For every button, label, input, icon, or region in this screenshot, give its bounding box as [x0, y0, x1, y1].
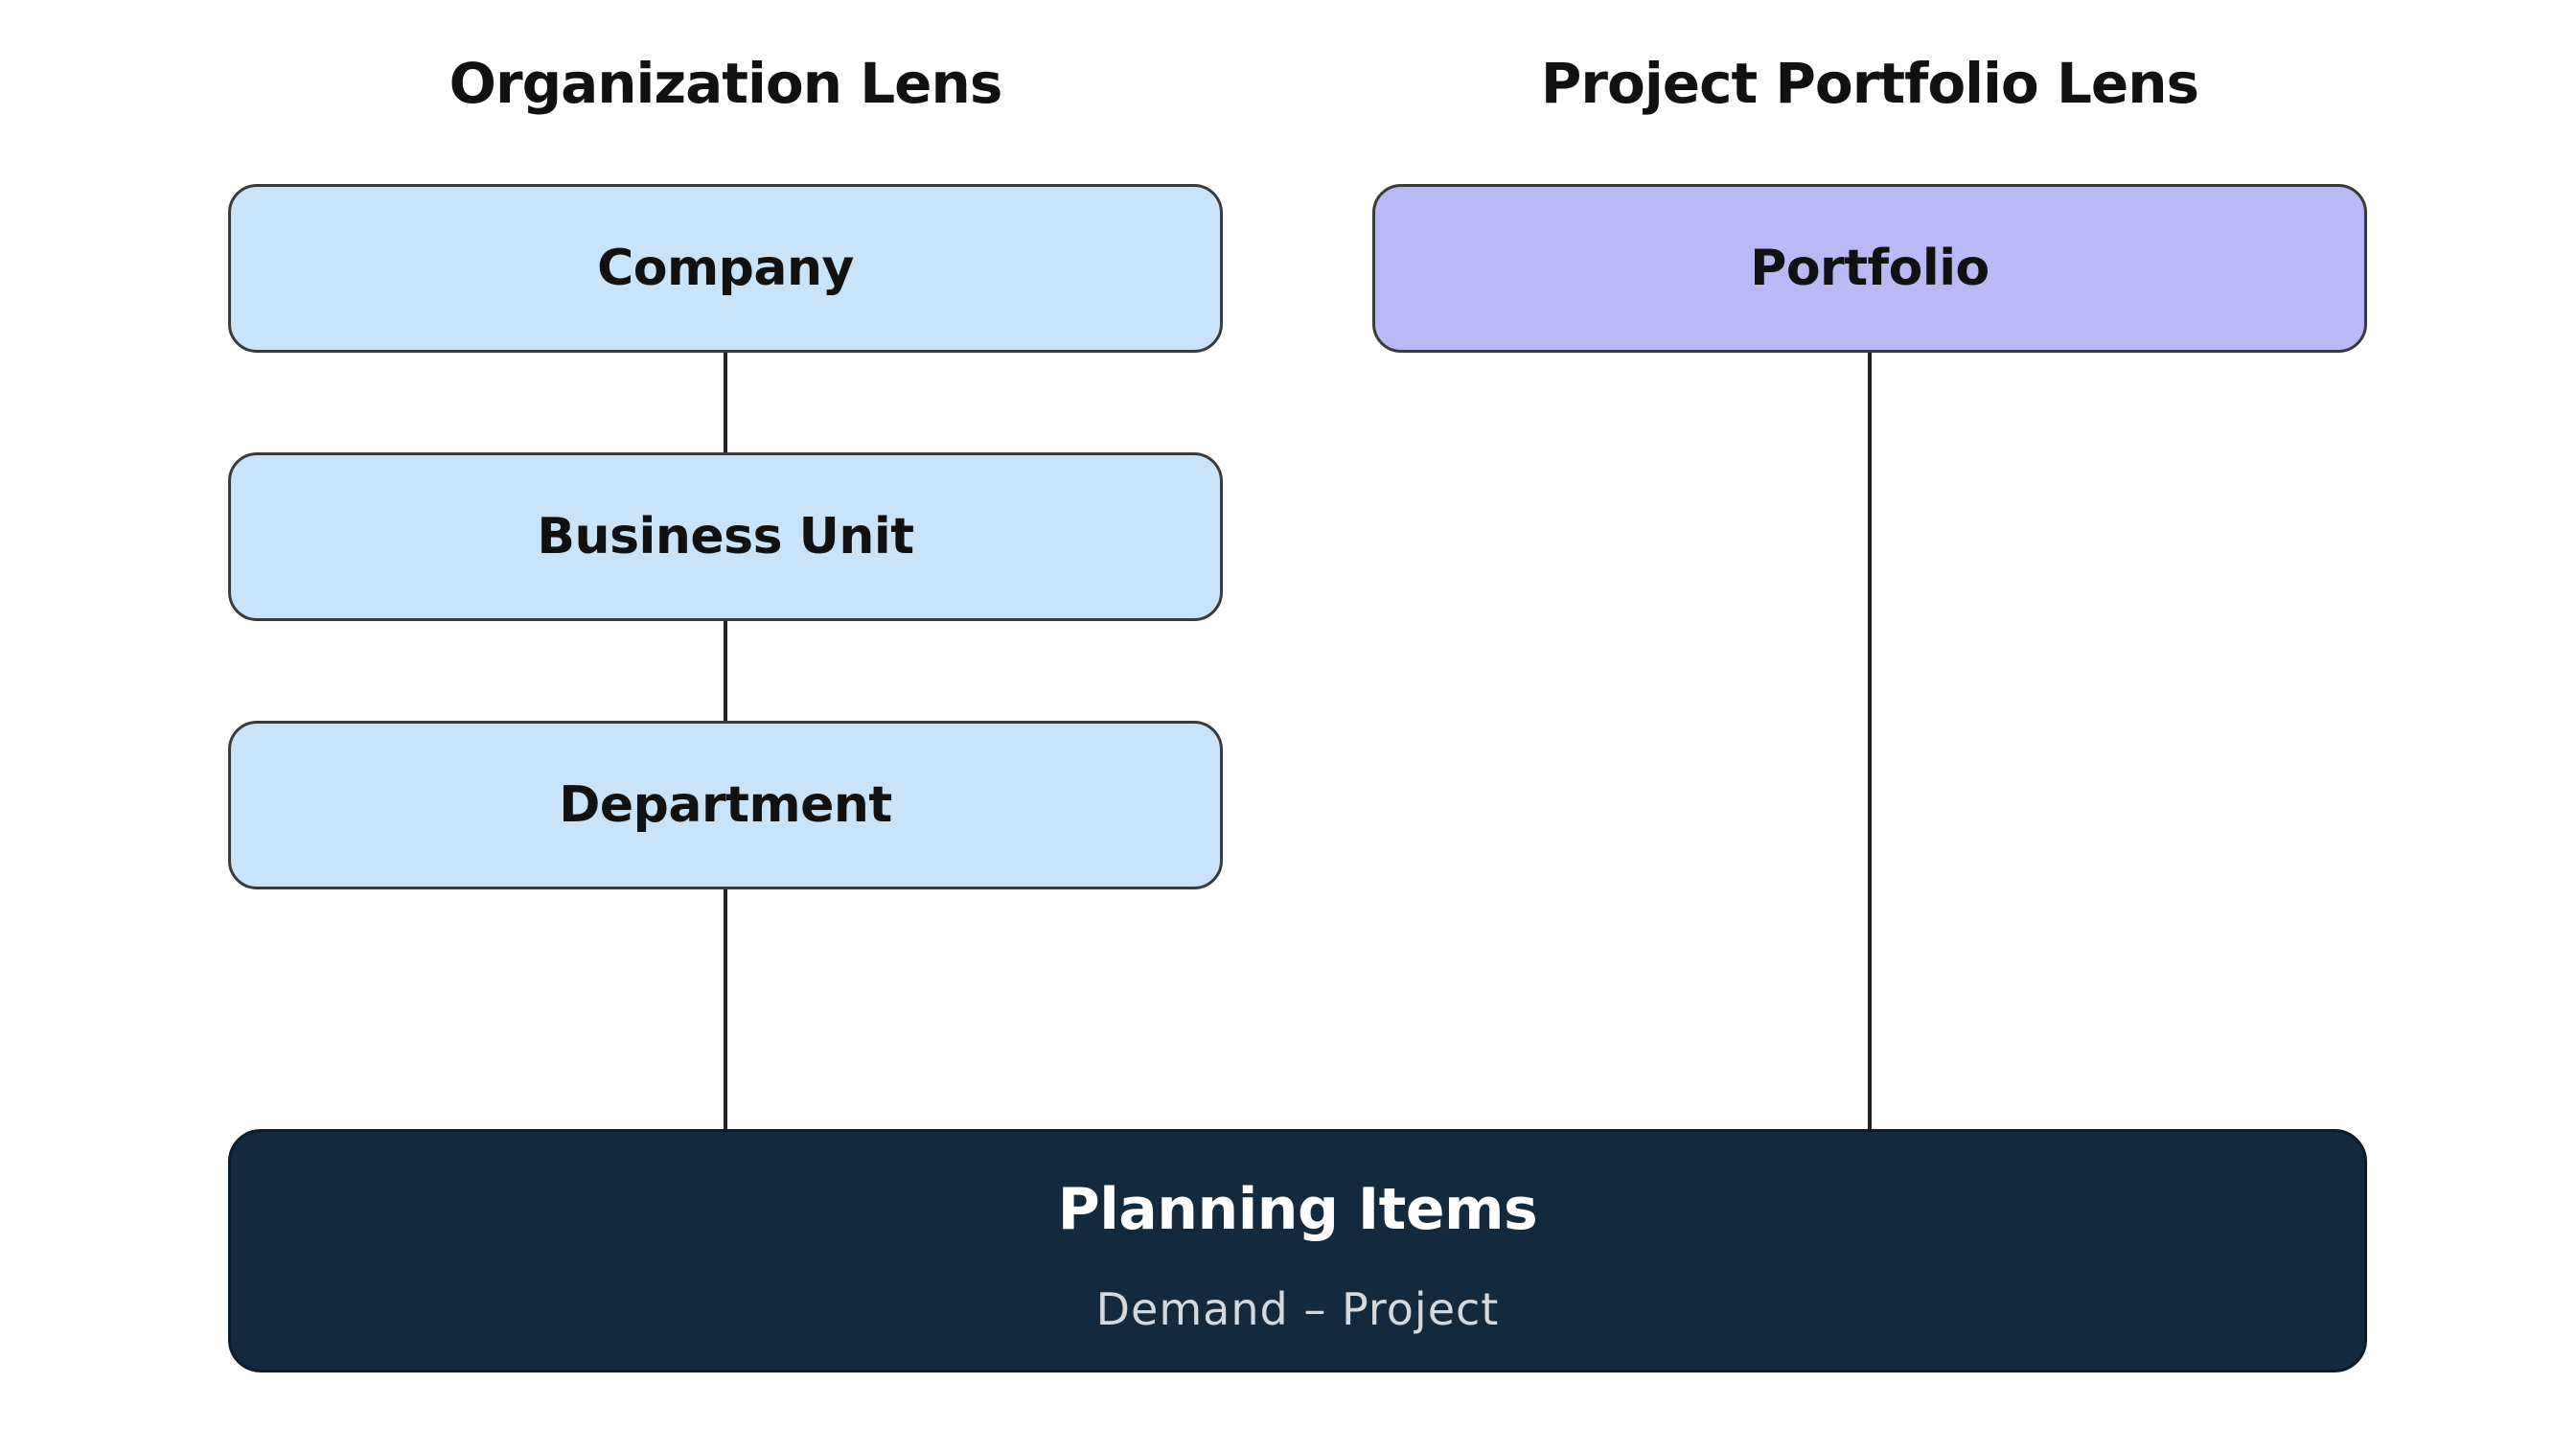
company-node: Company [228, 184, 1223, 353]
planning-items-subtitle: Demand – Project [1095, 1283, 1500, 1335]
connector-business-unit-department [724, 621, 727, 721]
business-unit-node: Business Unit [228, 452, 1223, 621]
planning-items-title: Planning Items [1057, 1176, 1538, 1243]
portfolio-node: Portfolio [1372, 184, 2367, 353]
connector-company-business-unit [724, 353, 727, 452]
planning-items-node: Planning Items Demand – Project [228, 1129, 2367, 1372]
connector-department-planning-items [724, 889, 727, 1129]
organization-lens-title: Organization Lens [448, 51, 1003, 116]
department-node: Department [228, 721, 1223, 889]
project-portfolio-lens-title: Project Portfolio Lens [1540, 51, 2199, 116]
connector-portfolio-planning-items [1868, 353, 1872, 1129]
